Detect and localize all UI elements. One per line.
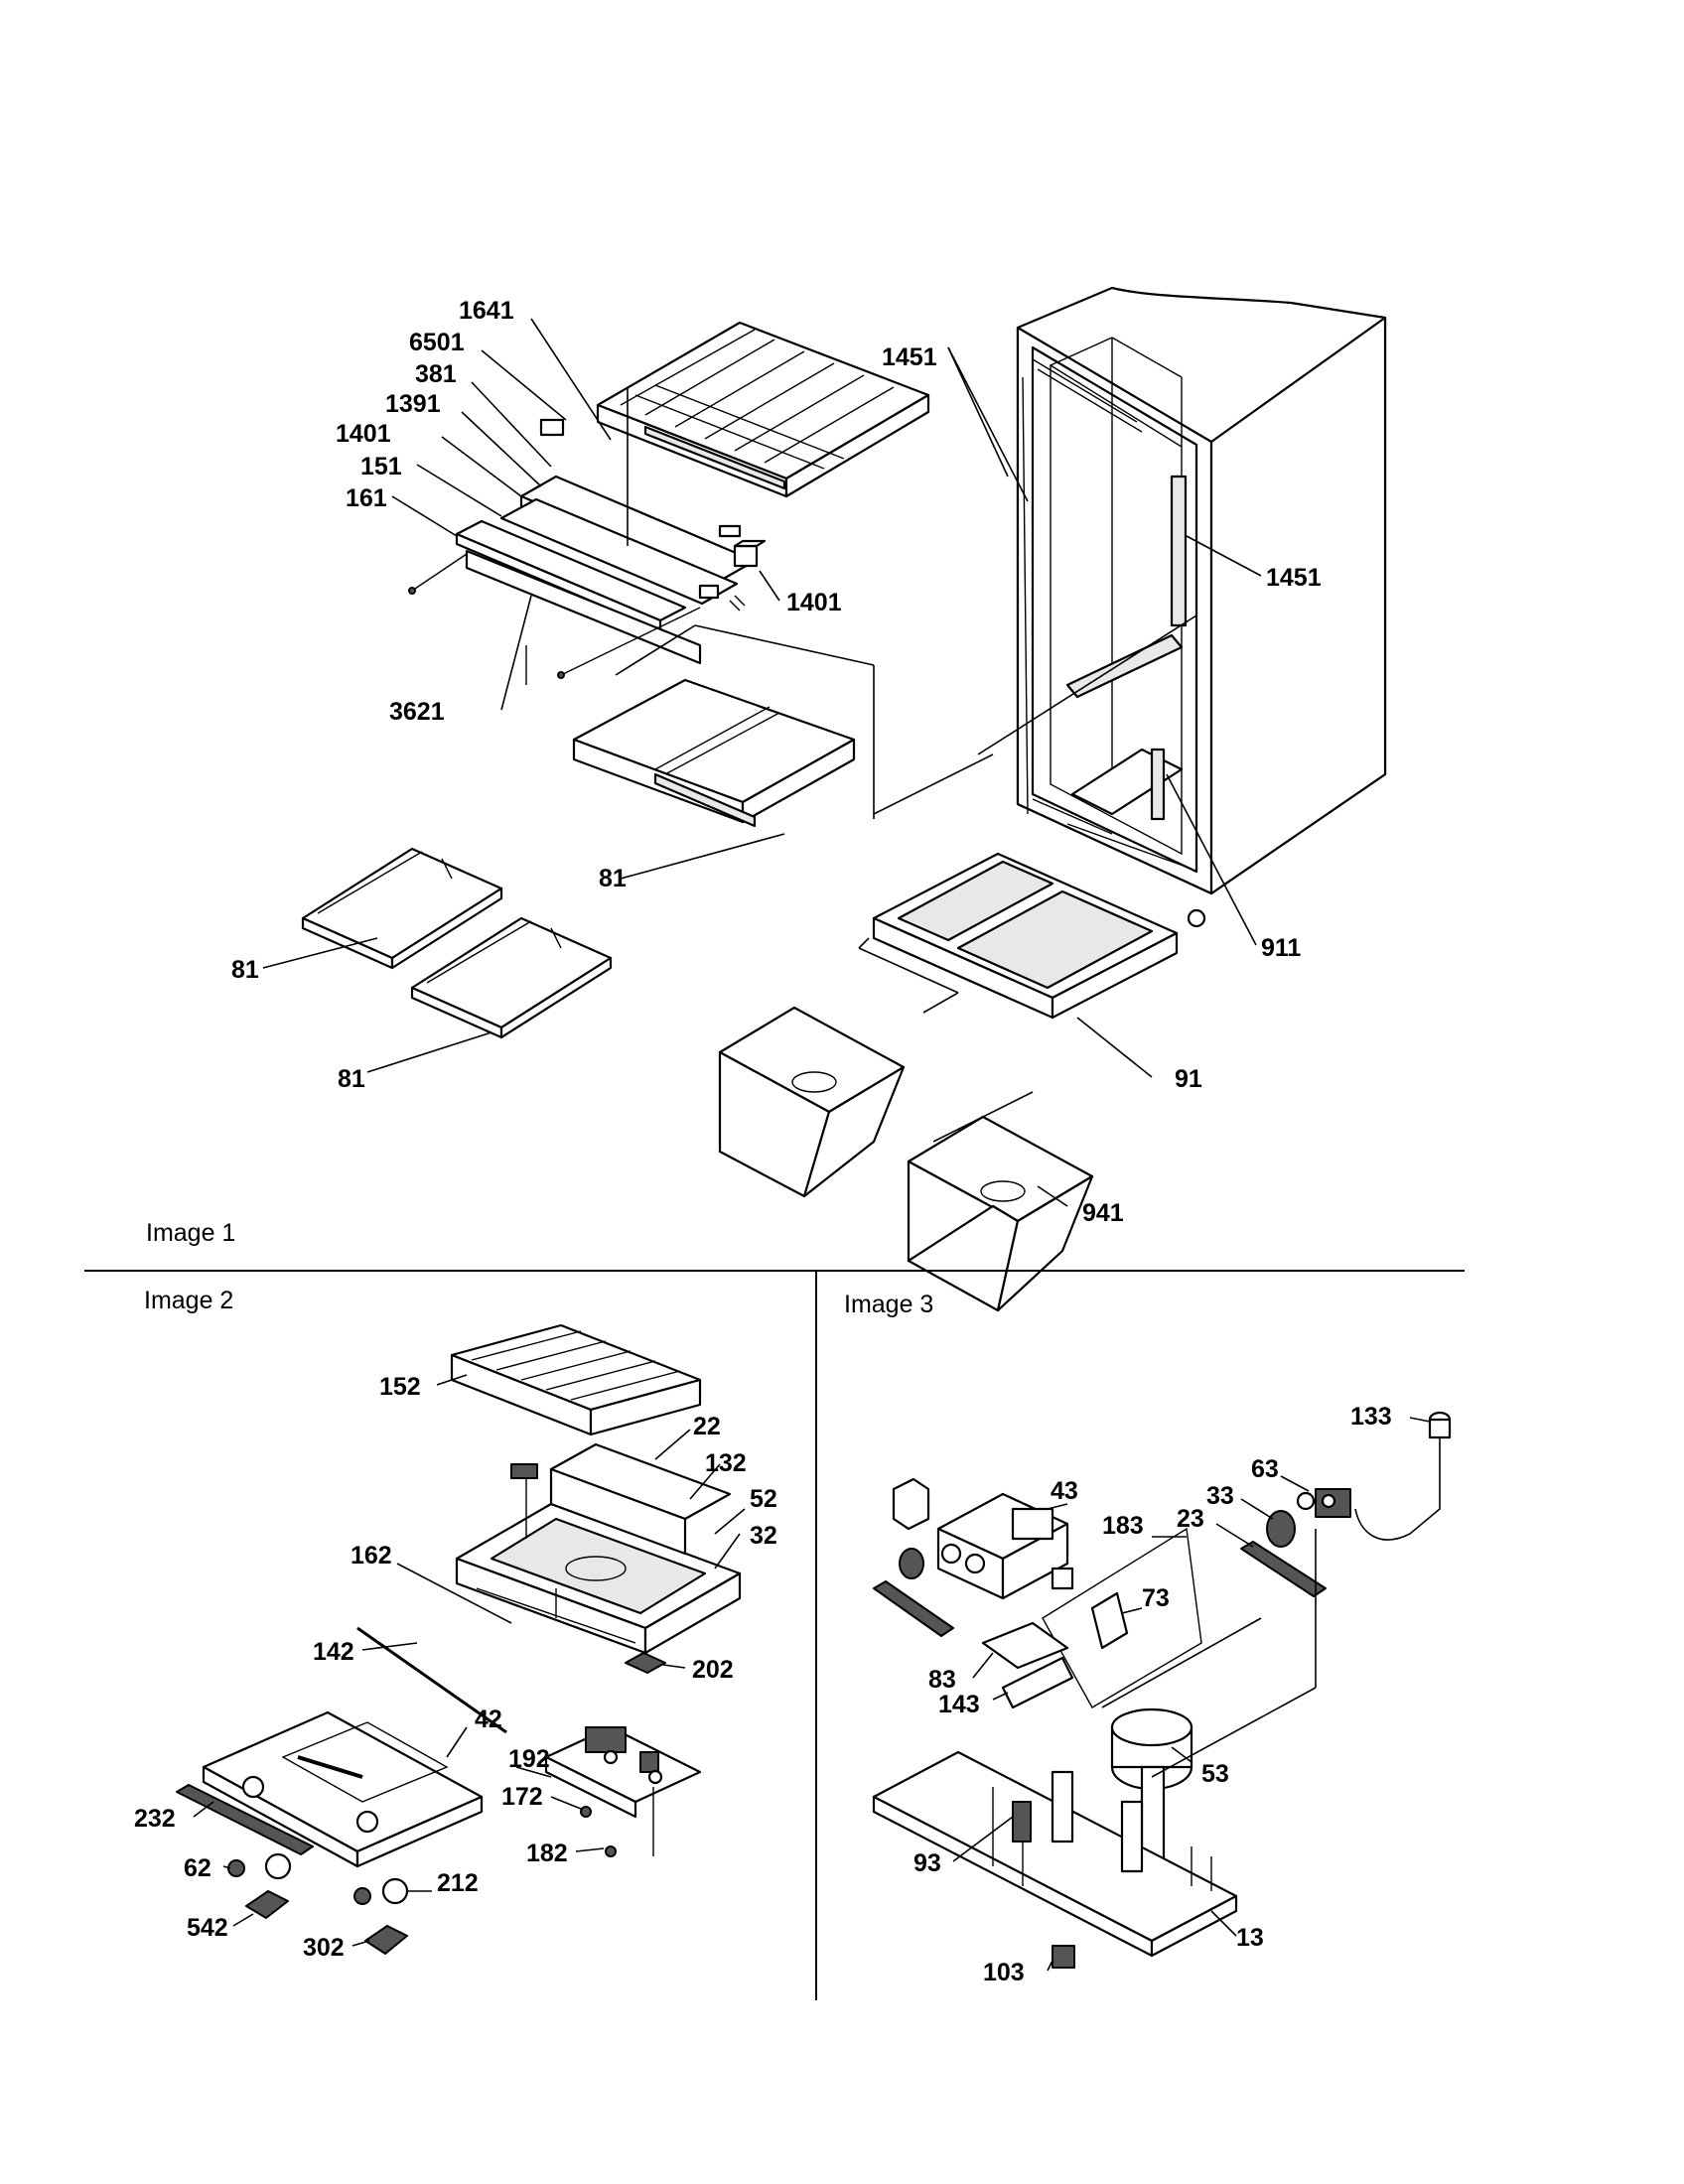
section-label-image2: Image 2 xyxy=(144,1287,233,1314)
crisper-cover-assembly xyxy=(408,387,767,685)
callout-1401-left: 1401 xyxy=(336,420,391,448)
shelf-152 xyxy=(450,1323,702,1436)
callout-53: 53 xyxy=(1201,1760,1229,1788)
image2-panel xyxy=(176,1323,746,1955)
callout-1641: 1641 xyxy=(459,297,514,325)
callout-202: 202 xyxy=(692,1656,734,1684)
callout-142: 142 xyxy=(313,1638,354,1666)
rod-142 xyxy=(356,1626,507,1734)
callout-162: 162 xyxy=(351,1542,392,1570)
callout-941: 941 xyxy=(1082,1199,1124,1227)
pad-83 xyxy=(981,1621,1069,1670)
section-label-image3: Image 3 xyxy=(844,1291,933,1318)
freezer-shelf xyxy=(596,321,930,498)
callout-152: 152 xyxy=(379,1373,421,1401)
callout-81-bottom: 81 xyxy=(338,1065,365,1093)
callout-381: 381 xyxy=(415,360,457,388)
housing-43 xyxy=(936,1492,1074,1600)
callout-33: 33 xyxy=(1206,1482,1234,1510)
callout-93: 93 xyxy=(913,1849,941,1877)
callout-62: 62 xyxy=(184,1854,211,1882)
baffle-plate-42 xyxy=(202,1710,484,1868)
callout-132: 132 xyxy=(705,1449,747,1477)
callout-1451-top: 1451 xyxy=(882,343,937,371)
screw-182 xyxy=(605,1845,617,1857)
crisper-drawer-left xyxy=(718,1006,906,1198)
callout-151: 151 xyxy=(360,453,402,480)
callout-1451-right: 1451 xyxy=(1266,564,1322,592)
screw-172 xyxy=(580,1806,592,1818)
callout-13: 13 xyxy=(1236,1924,1264,1952)
callout-103: 103 xyxy=(983,1959,1025,1986)
knob-33 xyxy=(1266,1510,1296,1548)
callout-83: 83 xyxy=(928,1666,956,1694)
sensor-133 xyxy=(1354,1411,1452,1541)
crisper-drawer-right xyxy=(907,1091,1094,1312)
callout-63: 63 xyxy=(1251,1455,1279,1483)
callout-22: 22 xyxy=(693,1413,721,1440)
callout-192: 192 xyxy=(508,1745,550,1773)
callout-172: 172 xyxy=(501,1783,543,1811)
callout-43: 43 xyxy=(1051,1477,1078,1505)
callout-23: 23 xyxy=(1177,1505,1204,1533)
callout-133: 133 xyxy=(1350,1403,1392,1431)
bracket-143 xyxy=(1001,1656,1074,1709)
shelf-81-center xyxy=(572,624,875,828)
control-housing xyxy=(455,1442,742,1655)
callout-1391: 1391 xyxy=(385,390,441,418)
rail-232 xyxy=(176,1784,314,1855)
clip-73 xyxy=(1090,1591,1129,1650)
callout-91: 91 xyxy=(1175,1065,1202,1093)
panel-183 xyxy=(1042,1527,1202,1708)
callout-212: 212 xyxy=(437,1869,479,1897)
callout-81-center: 81 xyxy=(599,865,627,892)
callout-1401-right: 1401 xyxy=(786,589,842,616)
part-202 xyxy=(625,1652,666,1674)
crisper-frame xyxy=(858,852,1179,1020)
part-103 xyxy=(1052,1945,1075,1969)
knob-left xyxy=(899,1548,924,1579)
callout-32: 32 xyxy=(750,1522,777,1550)
bulb-212 xyxy=(381,1877,409,1905)
callout-183: 183 xyxy=(1102,1512,1144,1540)
damper-53 xyxy=(1110,1707,1193,1868)
bulb-62 xyxy=(264,1852,292,1880)
shelf-81-left xyxy=(301,847,503,970)
callout-302: 302 xyxy=(303,1934,345,1962)
callout-542: 542 xyxy=(187,1914,228,1942)
lamp-holder-542 xyxy=(245,1890,289,1919)
socket-62 xyxy=(227,1859,245,1877)
bracket-23 xyxy=(1240,1541,1327,1597)
image3-panel xyxy=(872,1411,1452,1972)
callout-81-left: 81 xyxy=(231,956,259,984)
lamp-holder-302 xyxy=(364,1925,408,1955)
cabinet-liner xyxy=(873,286,1387,928)
base-13 xyxy=(872,1750,1238,1958)
callout-3621: 3621 xyxy=(389,698,445,726)
block-left xyxy=(892,1477,930,1531)
image1-panel xyxy=(262,286,1387,1312)
shelf-81-right xyxy=(410,916,613,1039)
control-board-192 xyxy=(544,1725,702,1856)
callout-182: 182 xyxy=(526,1840,568,1867)
callout-911: 911 xyxy=(1261,934,1301,962)
bracket-left xyxy=(873,1580,954,1637)
callout-73: 73 xyxy=(1142,1584,1170,1612)
socket-212 xyxy=(353,1887,371,1905)
callout-52: 52 xyxy=(750,1485,777,1513)
callout-232: 232 xyxy=(134,1805,176,1833)
callout-143: 143 xyxy=(938,1691,980,1718)
thermostat-63 xyxy=(1296,1488,1351,1518)
section-label-image1: Image 1 xyxy=(146,1219,235,1247)
callout-42: 42 xyxy=(475,1706,502,1733)
section-labels: Image 1 Image 2 Image 3 xyxy=(144,1219,933,1318)
callout-labels: 1641 6501 381 1391 1401 151 161 3621 140… xyxy=(134,297,1392,1986)
callout-6501: 6501 xyxy=(409,329,465,356)
callout-161: 161 xyxy=(346,484,387,512)
